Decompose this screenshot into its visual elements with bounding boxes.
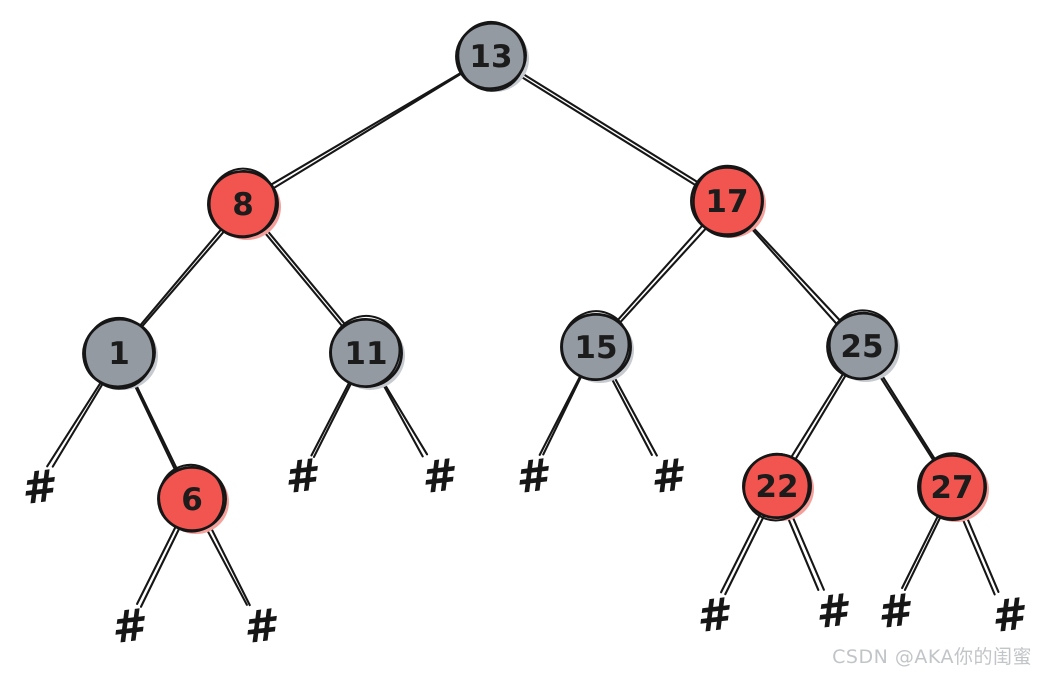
edge-15-null-15R <box>609 374 658 457</box>
null-marker: # <box>694 588 735 643</box>
edge-27-null-27R <box>960 515 1000 596</box>
edge-13-8 <box>268 70 465 192</box>
edge-13-17 <box>515 70 701 188</box>
tree-node-1: 1 <box>82 316 158 390</box>
node-fill <box>828 312 896 380</box>
edge-1-null-1L <box>46 379 105 468</box>
node-fill <box>744 453 810 519</box>
node-label: 22 <box>755 469 798 505</box>
node-outline-second-pass <box>743 452 810 522</box>
tree-node-22: 22 <box>742 452 814 522</box>
node-outline-second-pass <box>561 310 630 381</box>
tree-node-17: 17 <box>690 164 766 238</box>
edge-25-27 <box>878 371 938 463</box>
null-marker: # <box>109 599 150 654</box>
edge-8-1 <box>137 227 226 330</box>
node-label: 17 <box>705 184 748 220</box>
node-outline-second-pass <box>158 463 225 533</box>
node-fill <box>159 466 225 532</box>
node-fill <box>209 170 277 238</box>
node-fill <box>84 318 154 388</box>
null-marker: # <box>813 584 854 639</box>
node-fill <box>457 22 525 90</box>
node-outline-second-pass <box>208 167 277 239</box>
null-marker: # <box>241 599 282 654</box>
edge-11-null-11R <box>381 380 429 458</box>
edge-17-25 <box>747 224 844 327</box>
node-label: 1 <box>108 336 130 372</box>
node-label: 15 <box>574 330 617 366</box>
node-outline <box>917 454 987 520</box>
node-outline-second-pass <box>84 316 155 390</box>
edge-22-null-22R <box>785 511 825 592</box>
node-label: 27 <box>930 470 973 506</box>
edge-11-null-11L <box>310 380 353 459</box>
node-outline-second-pass <box>919 452 986 521</box>
null-marker: # <box>648 449 689 504</box>
edge-25-22 <box>789 372 848 462</box>
edge-17-15 <box>613 222 709 326</box>
tree-node-13: 13 <box>455 20 529 92</box>
node-fill <box>692 166 762 236</box>
node-fill <box>919 454 985 520</box>
node-outline-second-pass <box>828 309 897 381</box>
edge-1-6 <box>132 381 180 473</box>
watermark: CSDN @AKA你的闺蜜 <box>832 646 1032 668</box>
edge-22-null-22L <box>720 512 766 596</box>
edge-6-null-6R <box>204 523 251 607</box>
null-marker: # <box>419 449 460 504</box>
tree-node-27: 27 <box>917 452 989 523</box>
edge-8-11 <box>261 227 348 330</box>
tree-node-15: 15 <box>560 310 634 383</box>
tree-node-8: 8 <box>207 167 281 240</box>
node-outline-second-pass <box>330 314 401 388</box>
null-marker: # <box>989 588 1030 643</box>
null-marker: # <box>282 449 323 504</box>
null-marker: # <box>513 449 554 504</box>
node-outline-second-pass <box>457 20 526 92</box>
node-fill <box>331 318 401 388</box>
edge-6-null-6L <box>136 525 182 608</box>
node-outline <box>455 21 527 91</box>
tree-node-6: 6 <box>157 463 229 535</box>
tree-node-11: 11 <box>329 314 405 390</box>
edge-27-null-27L <box>901 513 943 591</box>
node-fill <box>562 313 630 381</box>
node-label: 6 <box>181 482 203 518</box>
node-label: 25 <box>840 329 883 365</box>
node-label: 13 <box>469 39 512 75</box>
node-label: 11 <box>344 336 387 372</box>
null-marker: # <box>19 460 60 515</box>
tree-node-25: 25 <box>826 309 900 382</box>
edge-15-null-15L <box>538 373 583 456</box>
node-outline-second-pass <box>692 164 763 238</box>
node-outline <box>82 317 156 389</box>
node-label: 8 <box>232 187 254 223</box>
null-marker: # <box>875 584 916 639</box>
